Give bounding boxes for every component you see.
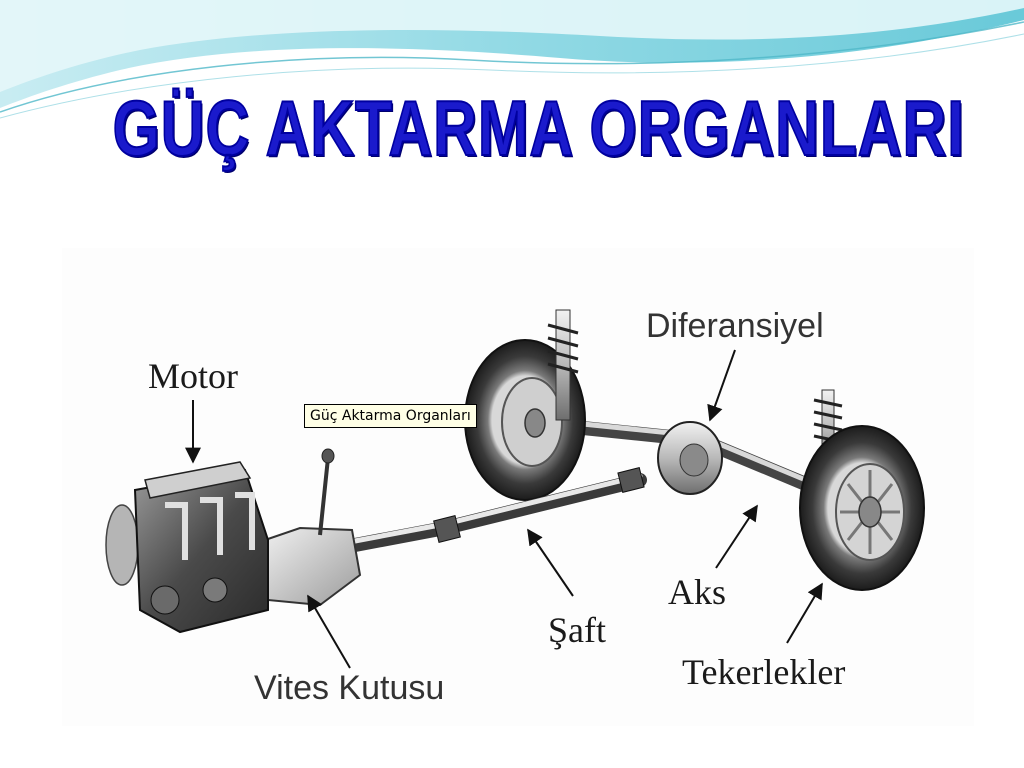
label-motor: Motor <box>148 356 238 396</box>
vites-kutusu-pointer <box>307 594 351 669</box>
aks-pointer <box>715 504 758 569</box>
hover-tooltip: Güç Aktarma Organları <box>304 404 477 428</box>
label-diferansiyel: Diferansiyel <box>646 307 824 345</box>
label-aks: Aks <box>668 572 727 612</box>
saft-pointer <box>527 528 574 597</box>
left-suspension-spring <box>547 309 579 421</box>
label-vites-kutusu: Vites Kutusu <box>254 669 445 707</box>
engine-block <box>105 461 269 634</box>
differential-housing <box>657 421 723 495</box>
pointer-arrows <box>185 349 823 669</box>
label-saft: Şaft <box>548 610 606 650</box>
header-wave-decoration <box>0 0 1024 119</box>
tekerlekler-pointer <box>786 582 823 644</box>
gearbox <box>263 448 362 607</box>
diferansiyel-pointer <box>707 349 736 422</box>
label-tekerlekler: Tekerlekler <box>682 652 846 692</box>
right-rear-wheel <box>799 425 925 591</box>
slide-title: GÜÇ AKTARMA ORGANLARI <box>112 83 965 173</box>
drive-shaft <box>348 467 647 552</box>
